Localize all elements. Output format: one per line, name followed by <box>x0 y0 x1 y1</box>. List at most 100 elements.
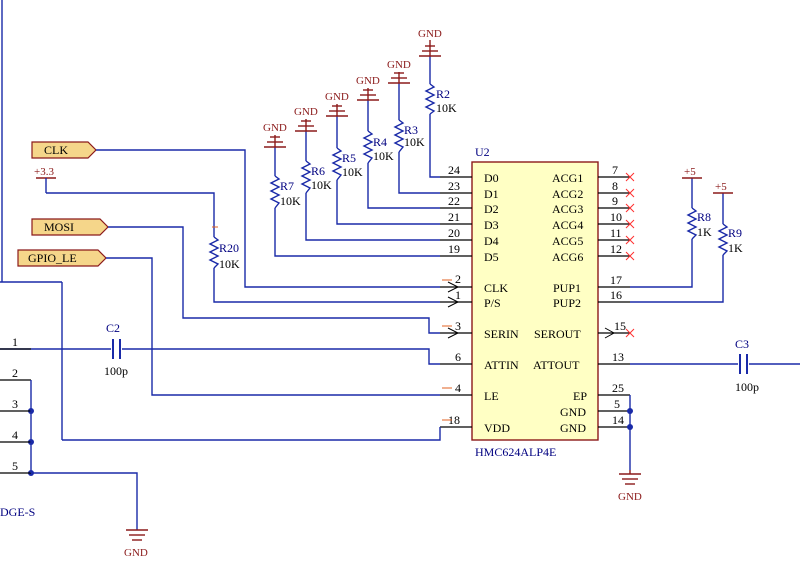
r4-value: 10K <box>373 149 394 163</box>
port-mosi-label: MOSI <box>44 220 74 234</box>
serout-arrow <box>604 327 616 339</box>
pulldown-network <box>274 56 440 257</box>
no-connect-markers <box>625 172 635 338</box>
cap-c3: C3 100p <box>735 337 759 394</box>
gnd-chip <box>619 470 641 485</box>
pin-num-5: 5 <box>614 397 620 411</box>
junction-gnd-5 <box>627 408 633 414</box>
pin-name-d5: D5 <box>484 250 499 264</box>
r7-ref: R7 <box>280 179 294 193</box>
resistor-symbols <box>208 83 729 269</box>
r6-body <box>300 160 312 194</box>
r3-body <box>393 119 405 153</box>
pin-num-19: 19 <box>448 242 460 256</box>
pin-num-16: 16 <box>610 288 622 302</box>
r2-ref: R2 <box>436 87 450 101</box>
gnd-r3 <box>388 72 410 84</box>
pin-num-15: 15 <box>614 319 626 333</box>
r5-ref: R5 <box>342 151 356 165</box>
r9-value: 1K <box>728 241 743 255</box>
pin-num-4: 4 <box>455 381 461 395</box>
pin-num-25: 25 <box>612 381 624 395</box>
r9-body <box>717 223 729 256</box>
gnd-chip-label: GND <box>618 491 642 503</box>
port-mosi: MOSI <box>31 218 109 236</box>
chip-body <box>471 161 599 441</box>
r20-body <box>208 236 220 269</box>
supply-5v-r8-label: +5 <box>684 166 696 178</box>
pin-num-18: 18 <box>448 413 460 427</box>
pin-name-le: LE <box>484 389 499 403</box>
chip-u2: U2 HMC624ALP4E <box>440 145 630 459</box>
r9-ref: R9 <box>728 226 742 240</box>
conn-pin-2: 2 <box>12 366 18 380</box>
r20-value: 10K <box>219 257 240 271</box>
supply-5v-r9-label: +5 <box>715 181 727 193</box>
pin-name-acg1: ACG1 <box>552 171 583 185</box>
conn-pin-1: 1 <box>12 335 18 349</box>
r2-value: 10K <box>436 101 457 115</box>
r2-body <box>424 83 436 115</box>
pin-name-ep: EP <box>573 389 587 403</box>
erc-marks <box>212 226 452 421</box>
r3-ref: R3 <box>404 123 418 137</box>
r6-ref: R6 <box>311 164 325 178</box>
pin-name-acg4: ACG4 <box>552 218 583 232</box>
pin-num-8: 8 <box>612 179 618 193</box>
pin-num-20: 20 <box>448 226 460 240</box>
supply-5v-r8: +5 <box>682 166 702 179</box>
c2-ref: C2 <box>106 321 120 335</box>
gnd-symbols-top <box>264 40 441 148</box>
c3-ref: C3 <box>735 337 749 351</box>
pin-name-acg6: ACG6 <box>552 250 583 264</box>
pin-name-clk: CLK <box>484 281 508 295</box>
gnd-label-r3: GND <box>387 59 411 71</box>
r3-value: 10K <box>404 135 425 149</box>
port-gpio-le: GPIO_LE <box>17 249 107 267</box>
r7-body <box>269 175 281 209</box>
junction-gnd-14 <box>627 424 633 430</box>
pin-num-24: 24 <box>448 163 460 177</box>
pin-name-vdd: VDD <box>484 421 510 435</box>
r5-body <box>331 147 343 181</box>
pin-name-pup1: PUP1 <box>553 281 581 295</box>
pin-num-6: 6 <box>455 350 461 364</box>
gnd-connector <box>126 529 148 541</box>
r4-ref: R4 <box>373 135 387 149</box>
gnd-r5 <box>326 104 348 117</box>
pin-name-d1: D1 <box>484 187 499 201</box>
pin-name-gnd-5: GND <box>560 405 586 419</box>
pin-name-d4: D4 <box>484 234 499 248</box>
r8-ref: R8 <box>697 210 711 224</box>
pin-num-2: 2 <box>455 272 461 286</box>
connector-left: 1 2 3 4 5 DGE-S <box>0 335 138 530</box>
pin-num-10: 10 <box>610 210 622 224</box>
pin-num-12: 12 <box>610 242 622 256</box>
connector-name: DGE-S <box>0 505 35 519</box>
pin-name-attout: ATTOUT <box>533 358 580 372</box>
c2-value: 100p <box>104 364 128 378</box>
gnd-label-r2: GND <box>418 28 442 40</box>
pin-num-3: 3 <box>455 319 461 333</box>
chip-left-pin-stubs <box>440 176 472 428</box>
input-arrows <box>447 281 460 339</box>
conn-pin-5: 5 <box>12 459 18 473</box>
pin-name-acg5: ACG5 <box>552 234 583 248</box>
pin-num-9: 9 <box>612 194 618 208</box>
pin-num-7: 7 <box>612 163 618 177</box>
r20-ref: R20 <box>219 241 239 255</box>
supply-3v3: +3.3 <box>34 166 56 193</box>
pin-num-13: 13 <box>612 350 624 364</box>
gnd-r7 <box>264 135 286 148</box>
chip-ref: U2 <box>475 145 490 159</box>
supply-3v3-label: +3.3 <box>34 166 54 178</box>
chip-part: HMC624ALP4E <box>475 445 556 459</box>
conn-pin-3: 3 <box>12 397 18 411</box>
gnd-label-r6: GND <box>294 106 318 118</box>
cap-c2: C2 100p <box>104 321 128 378</box>
pin-name-serout: SEROUT <box>534 327 581 341</box>
pin-name-d0: D0 <box>484 171 499 185</box>
pin-num-11: 11 <box>610 226 622 240</box>
port-gpio-le-label: GPIO_LE <box>28 251 77 265</box>
